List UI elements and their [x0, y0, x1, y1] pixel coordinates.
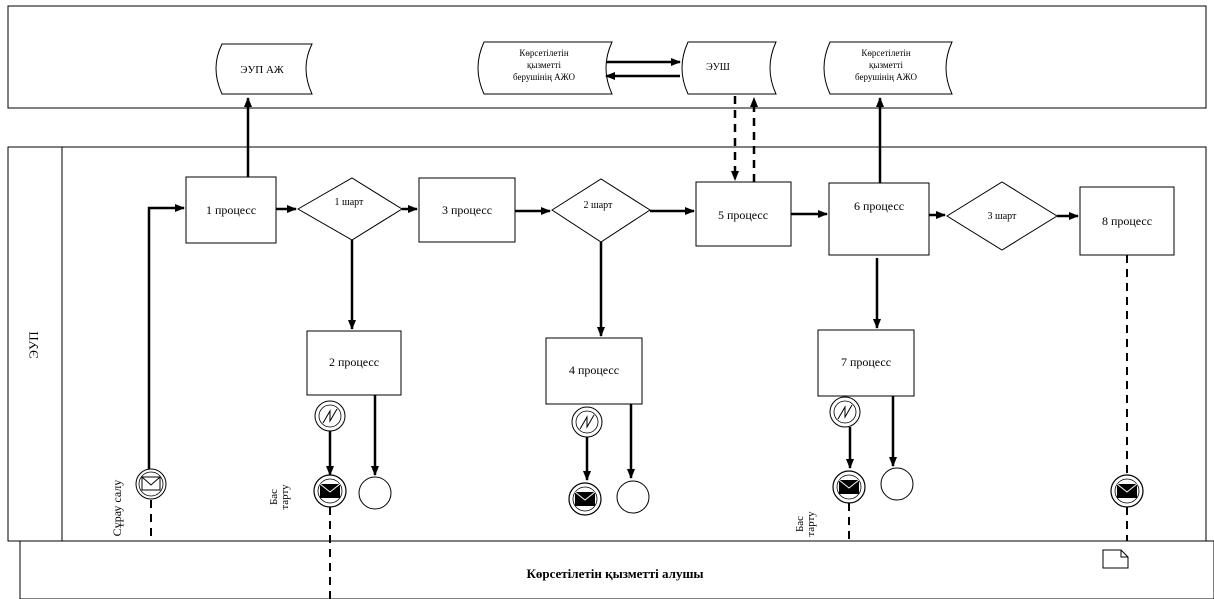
svg-text:2 процесс: 2 процесс	[329, 355, 379, 369]
svg-text:7 процесс: 7 процесс	[841, 355, 891, 369]
svg-text:Көрсетілетін: Көрсетілетін	[861, 48, 910, 58]
svg-text:ЭУП АЖ: ЭУП АЖ	[240, 64, 284, 76]
request-label: Сұрау салу	[110, 480, 124, 537]
condition-1: 1 шарт	[296, 177, 403, 241]
store-eush: ЭУШ	[681, 41, 777, 95]
svg-text:қызметті: қызметті	[869, 60, 903, 70]
svg-text:8 процесс: 8 процесс	[1102, 214, 1152, 228]
svg-text:берушінің АЖО: берушінің АЖО	[513, 72, 575, 82]
svg-text:4 процесс: 4 процесс	[569, 363, 619, 377]
lane-label: ЭУП	[26, 331, 41, 358]
end-event-4	[616, 480, 650, 514]
condition-3: 3 шарт	[946, 181, 1058, 251]
svg-text:тарту: тарту	[279, 484, 291, 510]
svg-text:1 шарт: 1 шарт	[335, 197, 365, 208]
svg-text:берушінің АЖО: берушінің АЖО	[855, 72, 917, 82]
start-event-request	[135, 468, 167, 500]
message-event-refusal-2	[832, 470, 866, 504]
refusal-label-1: Бас тарту	[268, 484, 291, 510]
document-icon	[1102, 549, 1129, 569]
svg-text:Бас: Бас	[268, 489, 280, 505]
refusal-label-2: Бас тарту	[794, 511, 817, 537]
process-2: 2 процесс	[306, 330, 402, 396]
recipient-pool	[19, 540, 1214, 599]
svg-text:тарту: тарту	[805, 511, 817, 537]
process-7: 7 процесс	[817, 329, 915, 397]
condition-2: 2 шарт	[551, 178, 651, 243]
timer-event-7	[829, 396, 861, 428]
message-event-4	[568, 482, 602, 516]
message-event-8	[1110, 474, 1144, 508]
svg-text:3 шарт: 3 шарт	[988, 211, 1018, 222]
svg-text:қызметті: қызметті	[527, 60, 561, 70]
svg-text:5 процесс: 5 процесс	[718, 208, 768, 222]
recipient-label: Көрсетілетін қызметті алушы	[526, 566, 703, 581]
process-3: 3 процесс	[418, 177, 516, 243]
systems-pool	[7, 5, 1207, 109]
svg-text:ЭУШ: ЭУШ	[706, 62, 730, 73]
svg-text:1 процесс: 1 процесс	[206, 203, 256, 217]
end-event-7	[880, 467, 914, 501]
store-provider-ajo-1: Көрсетілетін қызметті берушінің АЖО	[477, 41, 613, 95]
svg-text:6 процесс: 6 процесс	[854, 199, 904, 213]
svg-text:Бас: Бас	[794, 516, 806, 532]
svg-text:Көрсетілетін: Көрсетілетін	[519, 48, 568, 58]
process-4: 4 процесс	[545, 337, 643, 405]
process-8: 8 процесс	[1079, 186, 1175, 256]
svg-text:2 шарт: 2 шарт	[584, 200, 614, 211]
end-event-2	[358, 476, 392, 510]
svg-text:3 процесс: 3 процесс	[442, 203, 492, 217]
timer-event-2	[314, 400, 346, 432]
message-event-refusal-1	[313, 474, 347, 508]
store-provider-ajo-2: Көрсетілетін қызметті берушінің АЖО	[823, 41, 953, 95]
store-eup-aj: ЭУП АЖ	[215, 43, 313, 95]
process-1: 1 процесс	[185, 176, 277, 244]
process-5: 5 процесс	[695, 181, 792, 247]
timer-event-4	[571, 406, 603, 438]
arrow-start-to-p1	[147, 204, 185, 478]
process-6: 6 процесс	[828, 182, 930, 256]
